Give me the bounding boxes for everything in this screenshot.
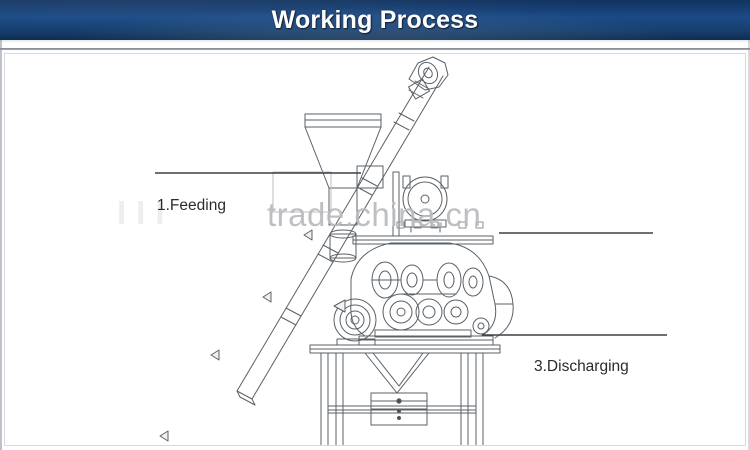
callout-label-feeding: 1.Feeding: [157, 197, 226, 214]
hopper-side-panel: [272, 171, 332, 213]
callout-label-discharging: 3.Discharging: [534, 358, 629, 375]
frame-edge-left: [0, 40, 2, 450]
drive-pulleys: [371, 261, 490, 338]
inclined-screw-conveyor: [159, 66, 444, 442]
header-banner: Working Process: [0, 0, 750, 40]
machine-upright: [392, 171, 400, 237]
discharge-chute: [364, 352, 430, 426]
header-divider: [0, 48, 750, 50]
upper-motor: [402, 175, 449, 233]
page-title: Working Process: [271, 5, 479, 34]
conveyor-drive-head: [408, 56, 449, 100]
main-machine-body: [350, 235, 514, 346]
control-knobs: [396, 221, 484, 229]
electric-motor: [333, 298, 377, 346]
header-shadow: [0, 40, 750, 43]
callout-leaders: [155, 172, 667, 336]
machine-line-drawing: [159, 56, 514, 445]
feed-hopper: [304, 113, 384, 263]
diagram-canvas: III trade.china.cn 1.Feeding 3.Dischargi…: [4, 53, 746, 446]
frame-edge-right: [748, 40, 750, 450]
support-frame: [309, 344, 501, 445]
